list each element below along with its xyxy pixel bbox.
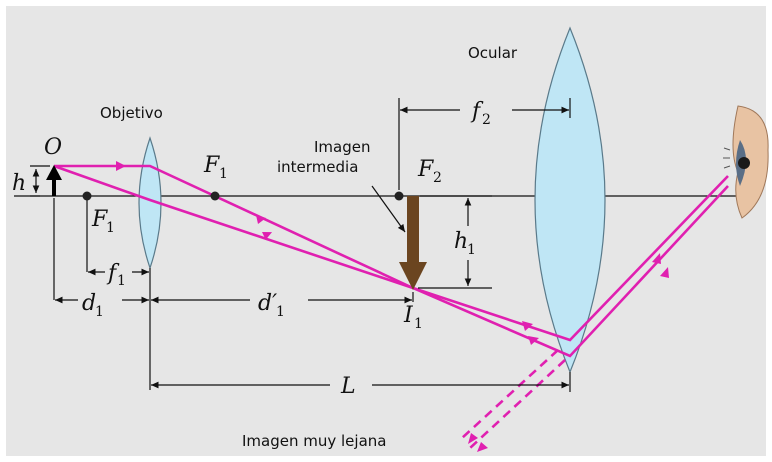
focus-f1-left-sub: 1 xyxy=(106,220,115,236)
intermediate-image-arrow xyxy=(399,196,427,290)
f1-sub: 1 xyxy=(117,273,126,289)
focus-f1-right xyxy=(210,191,220,201)
d1-prime-sub: 1 xyxy=(276,304,285,320)
focus-f2-sub: 2 xyxy=(433,170,442,186)
image-symbol: I xyxy=(403,303,414,328)
ocular-label: Ocular xyxy=(468,44,518,62)
intermediate-image-label-2: intermedia xyxy=(277,158,358,176)
object-arrow xyxy=(46,165,62,196)
L-symbol: L xyxy=(340,374,356,399)
d1-prime-symbol: d′ xyxy=(258,291,277,316)
dimension-arrows xyxy=(32,106,569,389)
virtual-ray-1 xyxy=(469,359,566,449)
d1-symbol: d xyxy=(82,291,96,316)
image-sub: 1 xyxy=(414,316,423,332)
focus-f2-symbol: F xyxy=(417,157,434,182)
eye-icon xyxy=(723,105,769,219)
ray-direction-arrows xyxy=(116,161,669,452)
objective-label: Objetivo xyxy=(100,104,163,122)
dimension-guides xyxy=(30,98,571,392)
virtual-ray-2 xyxy=(461,349,559,439)
object-height-symbol: h xyxy=(12,171,26,196)
focus-f1-right-symbol: F xyxy=(203,153,220,178)
distant-image-label: Imagen muy lejana xyxy=(242,432,386,450)
d1-sub: 1 xyxy=(95,304,104,320)
focus-f1-left-symbol: F xyxy=(91,207,108,232)
focus-f1-left xyxy=(82,191,92,201)
intermediate-image-label-1: Imagen xyxy=(314,138,370,156)
f2-sub: 2 xyxy=(482,112,491,128)
focus-f1-right-sub: 1 xyxy=(219,166,228,182)
image-height-sub: 1 xyxy=(467,242,476,258)
image-height-symbol: h xyxy=(454,229,468,254)
background-panel xyxy=(6,6,766,456)
focus-f2 xyxy=(394,191,404,201)
object-symbol: O xyxy=(44,135,62,160)
